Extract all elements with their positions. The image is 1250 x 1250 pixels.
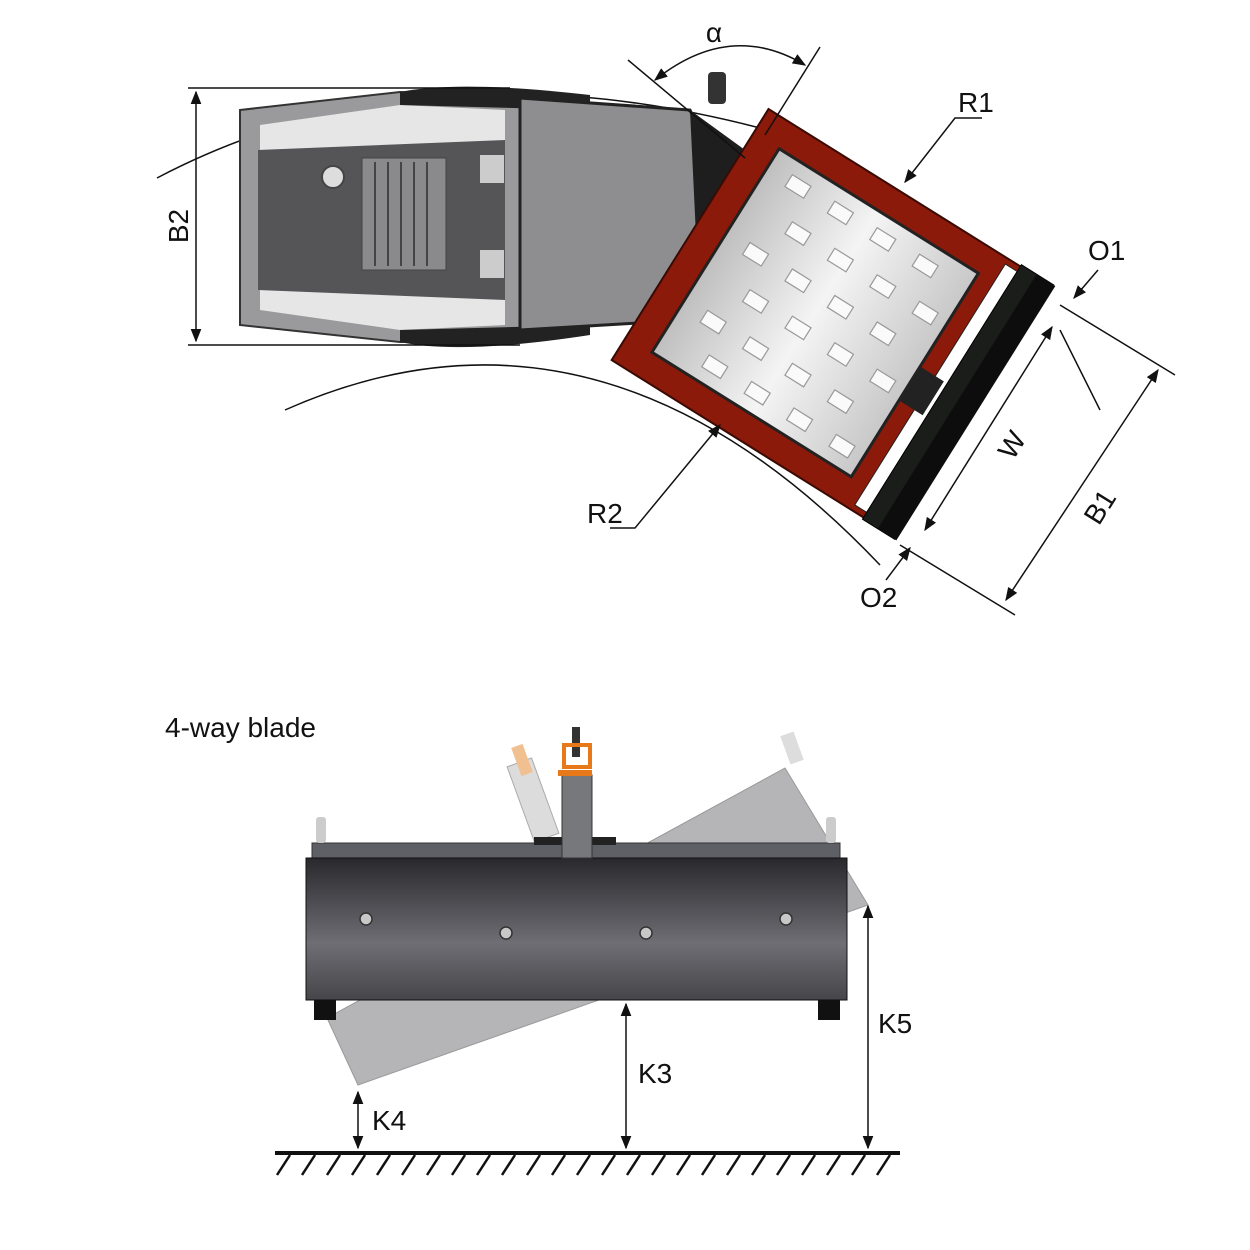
o2-leader xyxy=(885,546,911,581)
r1-label: R1 xyxy=(958,87,994,118)
w-label: W xyxy=(992,425,1033,464)
blade xyxy=(305,857,848,1001)
side-view-title: 4-way blade xyxy=(165,712,316,743)
b2-label: B2 xyxy=(163,209,194,243)
k5-label: K5 xyxy=(878,1008,912,1039)
b1-dimension xyxy=(1005,368,1159,602)
machine-body xyxy=(239,72,760,357)
alpha-line-2 xyxy=(764,46,821,136)
alpha-arc xyxy=(653,44,807,81)
top-view: α B2 R1 R2 O1 O2 W B1 xyxy=(156,17,1176,616)
alpha-label: α xyxy=(706,17,722,48)
lift-cylinder xyxy=(561,774,593,859)
k4-label: K4 xyxy=(372,1105,406,1136)
ground-hatching xyxy=(275,1154,892,1176)
r1-leader xyxy=(904,117,982,184)
o1-label: O1 xyxy=(1088,235,1125,266)
alpha-line-1 xyxy=(627,59,746,159)
w-dimension xyxy=(924,325,1053,532)
r2-leader xyxy=(610,423,721,529)
b1-label: B1 xyxy=(1078,484,1122,529)
o1-leader xyxy=(1073,269,1099,300)
r2-label: R2 xyxy=(587,498,623,529)
o2-label: O2 xyxy=(860,582,897,613)
side-view: 4-way blade K4 K3 xyxy=(165,712,912,1176)
inner-turn-arc xyxy=(284,364,881,566)
k3-label: K3 xyxy=(638,1058,672,1089)
